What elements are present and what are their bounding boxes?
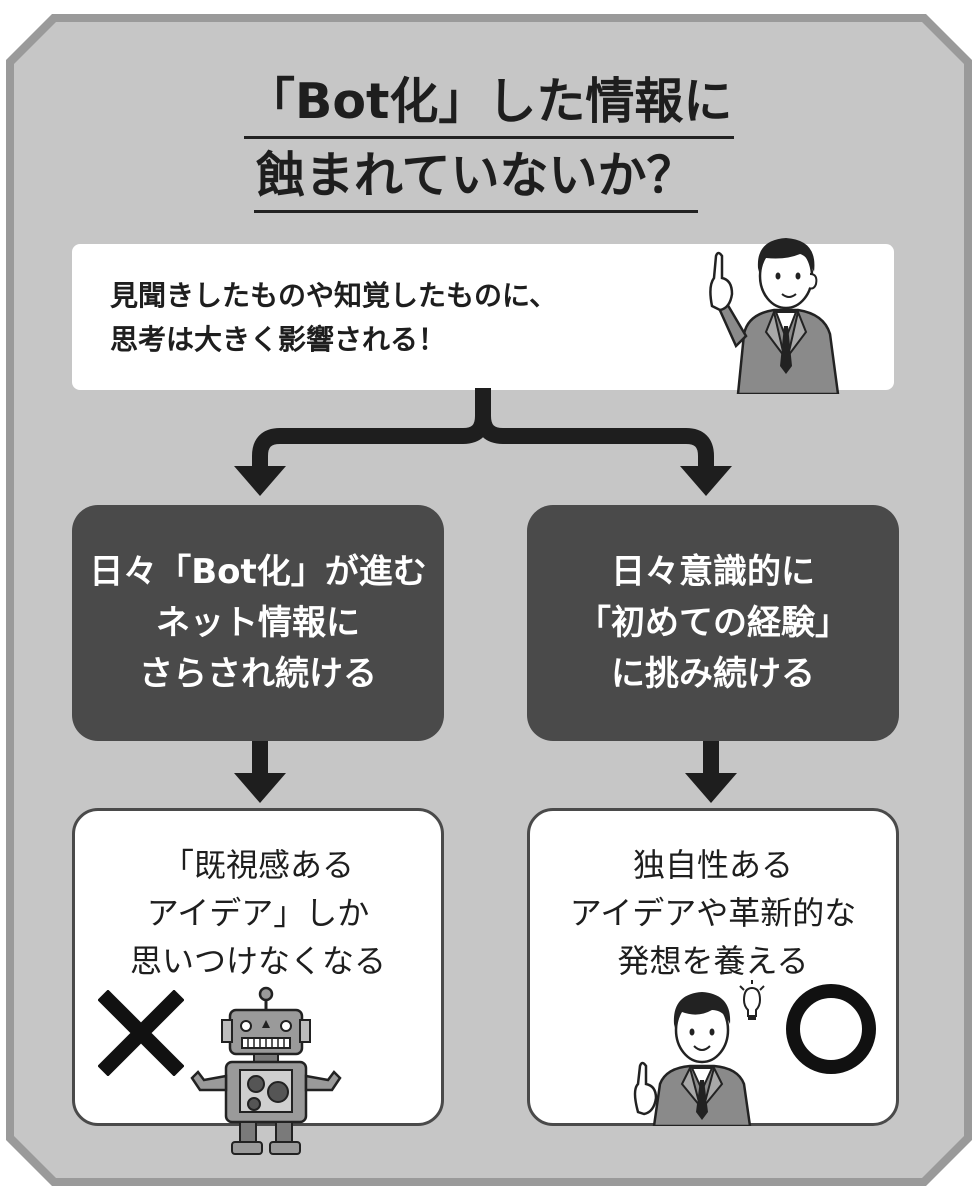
title-line-1: 「Bot化」した情報に [244,72,735,139]
left-result-box: 「既視感ある アイデア」しか 思いつけなくなる [72,808,444,1126]
right-result-line-3: 発想を養える [617,942,809,980]
cross-mark-icon [98,990,184,1076]
left-cause-line-1: 日々「Bot化」が進む [89,551,427,592]
right-cause-line-3: に挑み続ける [611,653,815,694]
lightbulb-icon [739,980,765,1020]
left-result-line-2: アイデア」しか [146,894,370,932]
statement-line-1: 見聞きしたものや知覚したものに、 [110,279,558,312]
pointing-businessman-icon [709,238,840,394]
left-result-line-3: 思いつけなくなる [129,942,386,980]
right-cause-line-2: 「初めての経験」 [577,602,849,643]
branch-arrow [234,388,732,496]
circle-mark-icon [786,984,876,1074]
right-cause-box: 日々意識的に 「初めての経験」 に挑み続ける [527,505,899,741]
statement-line-2: 思考は大きく影響される！ [110,323,447,356]
right-result-line-2: アイデアや革新的な [569,894,857,932]
left-cause-box: 日々「Bot化」が進む ネット情報に さらされ続ける [72,505,444,741]
down-arrow-right [685,741,737,803]
left-cause-line-3: さらされ続ける [139,653,377,694]
left-result-line-1: 「既視感ある [161,846,354,884]
right-result-line-1: 独自性ある [632,846,793,884]
left-cause-line-2: ネット情報に [156,602,360,643]
title-line-2: 蝕まれていないか？ [254,146,698,213]
right-cause-line-1: 日々意識的に [611,551,815,592]
robot-icon [190,986,342,1155]
down-arrow-left [234,741,286,803]
idea-person-icon [633,980,765,1126]
